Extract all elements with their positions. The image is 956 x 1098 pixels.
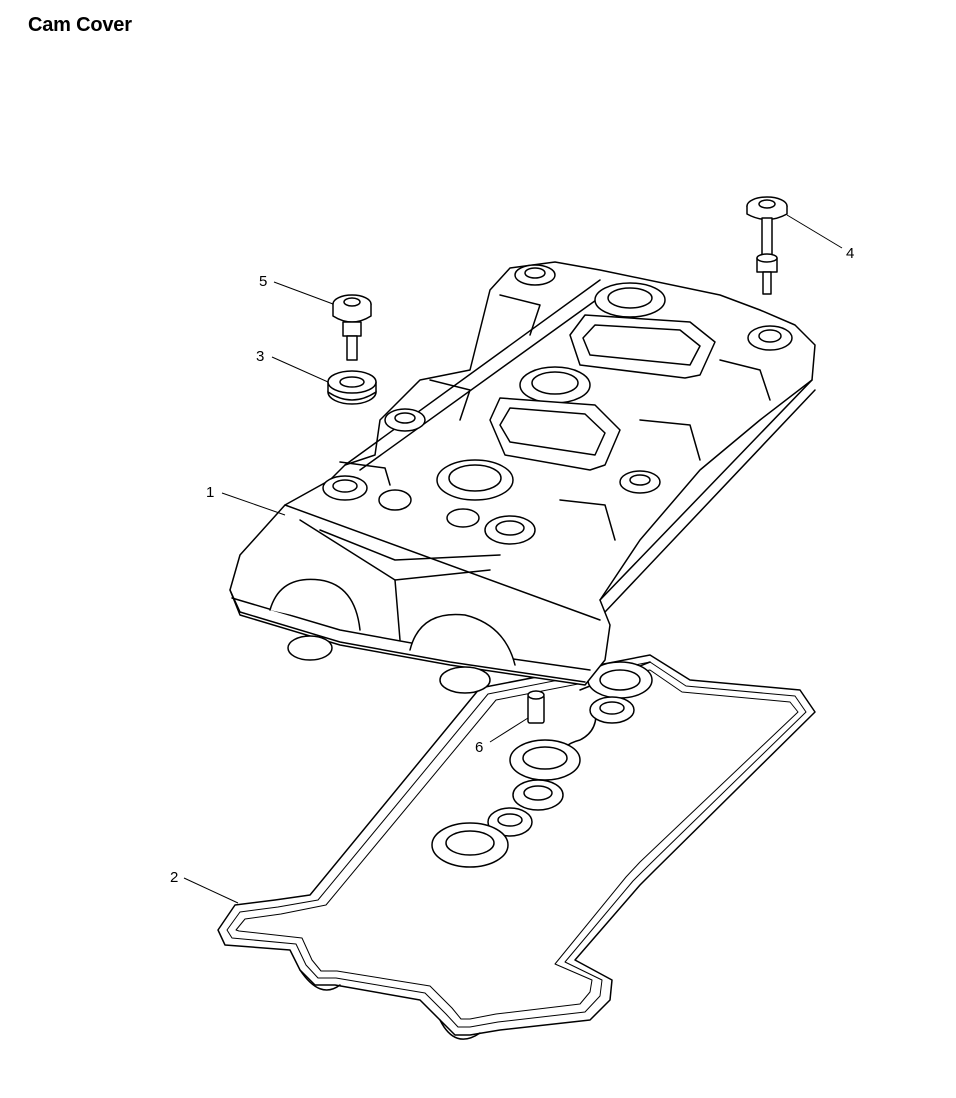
- callout-6: 6: [475, 739, 483, 756]
- bolt-part-4: [746, 196, 788, 295]
- callout-1: 1: [206, 484, 214, 501]
- gasket-part-2: [217, 654, 816, 1040]
- tube-seals: [431, 661, 653, 868]
- dowel-pin-part-6: [527, 690, 545, 724]
- grommet-part-3: [327, 370, 377, 405]
- callouts: 1 2 3 4 5 6: [170, 214, 854, 904]
- callout-4: 4: [846, 245, 854, 262]
- page-title: Cam Cover: [28, 14, 132, 36]
- callout-3: 3: [256, 348, 264, 365]
- callout-5: 5: [259, 273, 267, 290]
- bolt-part-5: [332, 294, 372, 361]
- cam-cover-part-1: [229, 261, 816, 694]
- callout-2: 2: [170, 869, 178, 886]
